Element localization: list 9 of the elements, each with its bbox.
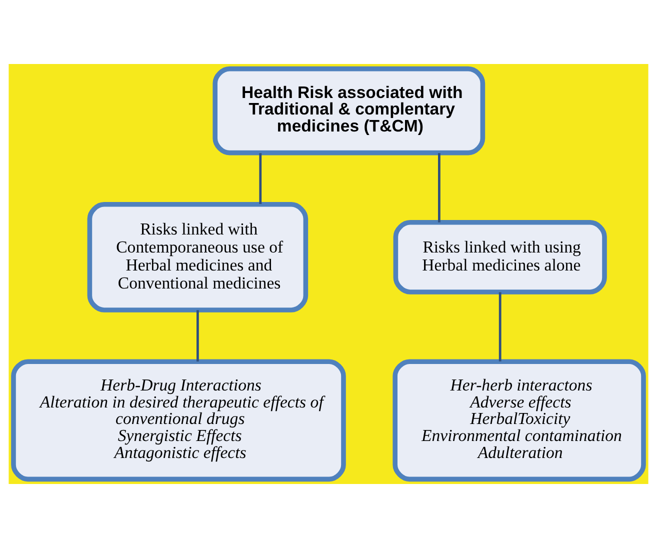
node-box: Risks linked with using Herbal medicines alone <box>393 220 607 294</box>
node-box: Health Risk associated with Traditional & complentary medicines (T&CM) <box>212 66 486 155</box>
connector <box>438 152 440 222</box>
node-box: Risks linked with Contemporaneous use of Herbal medicines and Conventional medicines <box>87 202 308 312</box>
connector <box>196 310 199 361</box>
node-box: Her-herb interactons Adverse effects HerbalToxicity Environmental contamination Adulteration <box>392 358 646 482</box>
node-box: Herb-Drug Interactions Alteration in desired therapeutic effects of conventional drugs Synergistic Effects Antagonistic effects <box>11 358 346 482</box>
connector <box>259 152 262 204</box>
connector <box>498 292 502 361</box>
